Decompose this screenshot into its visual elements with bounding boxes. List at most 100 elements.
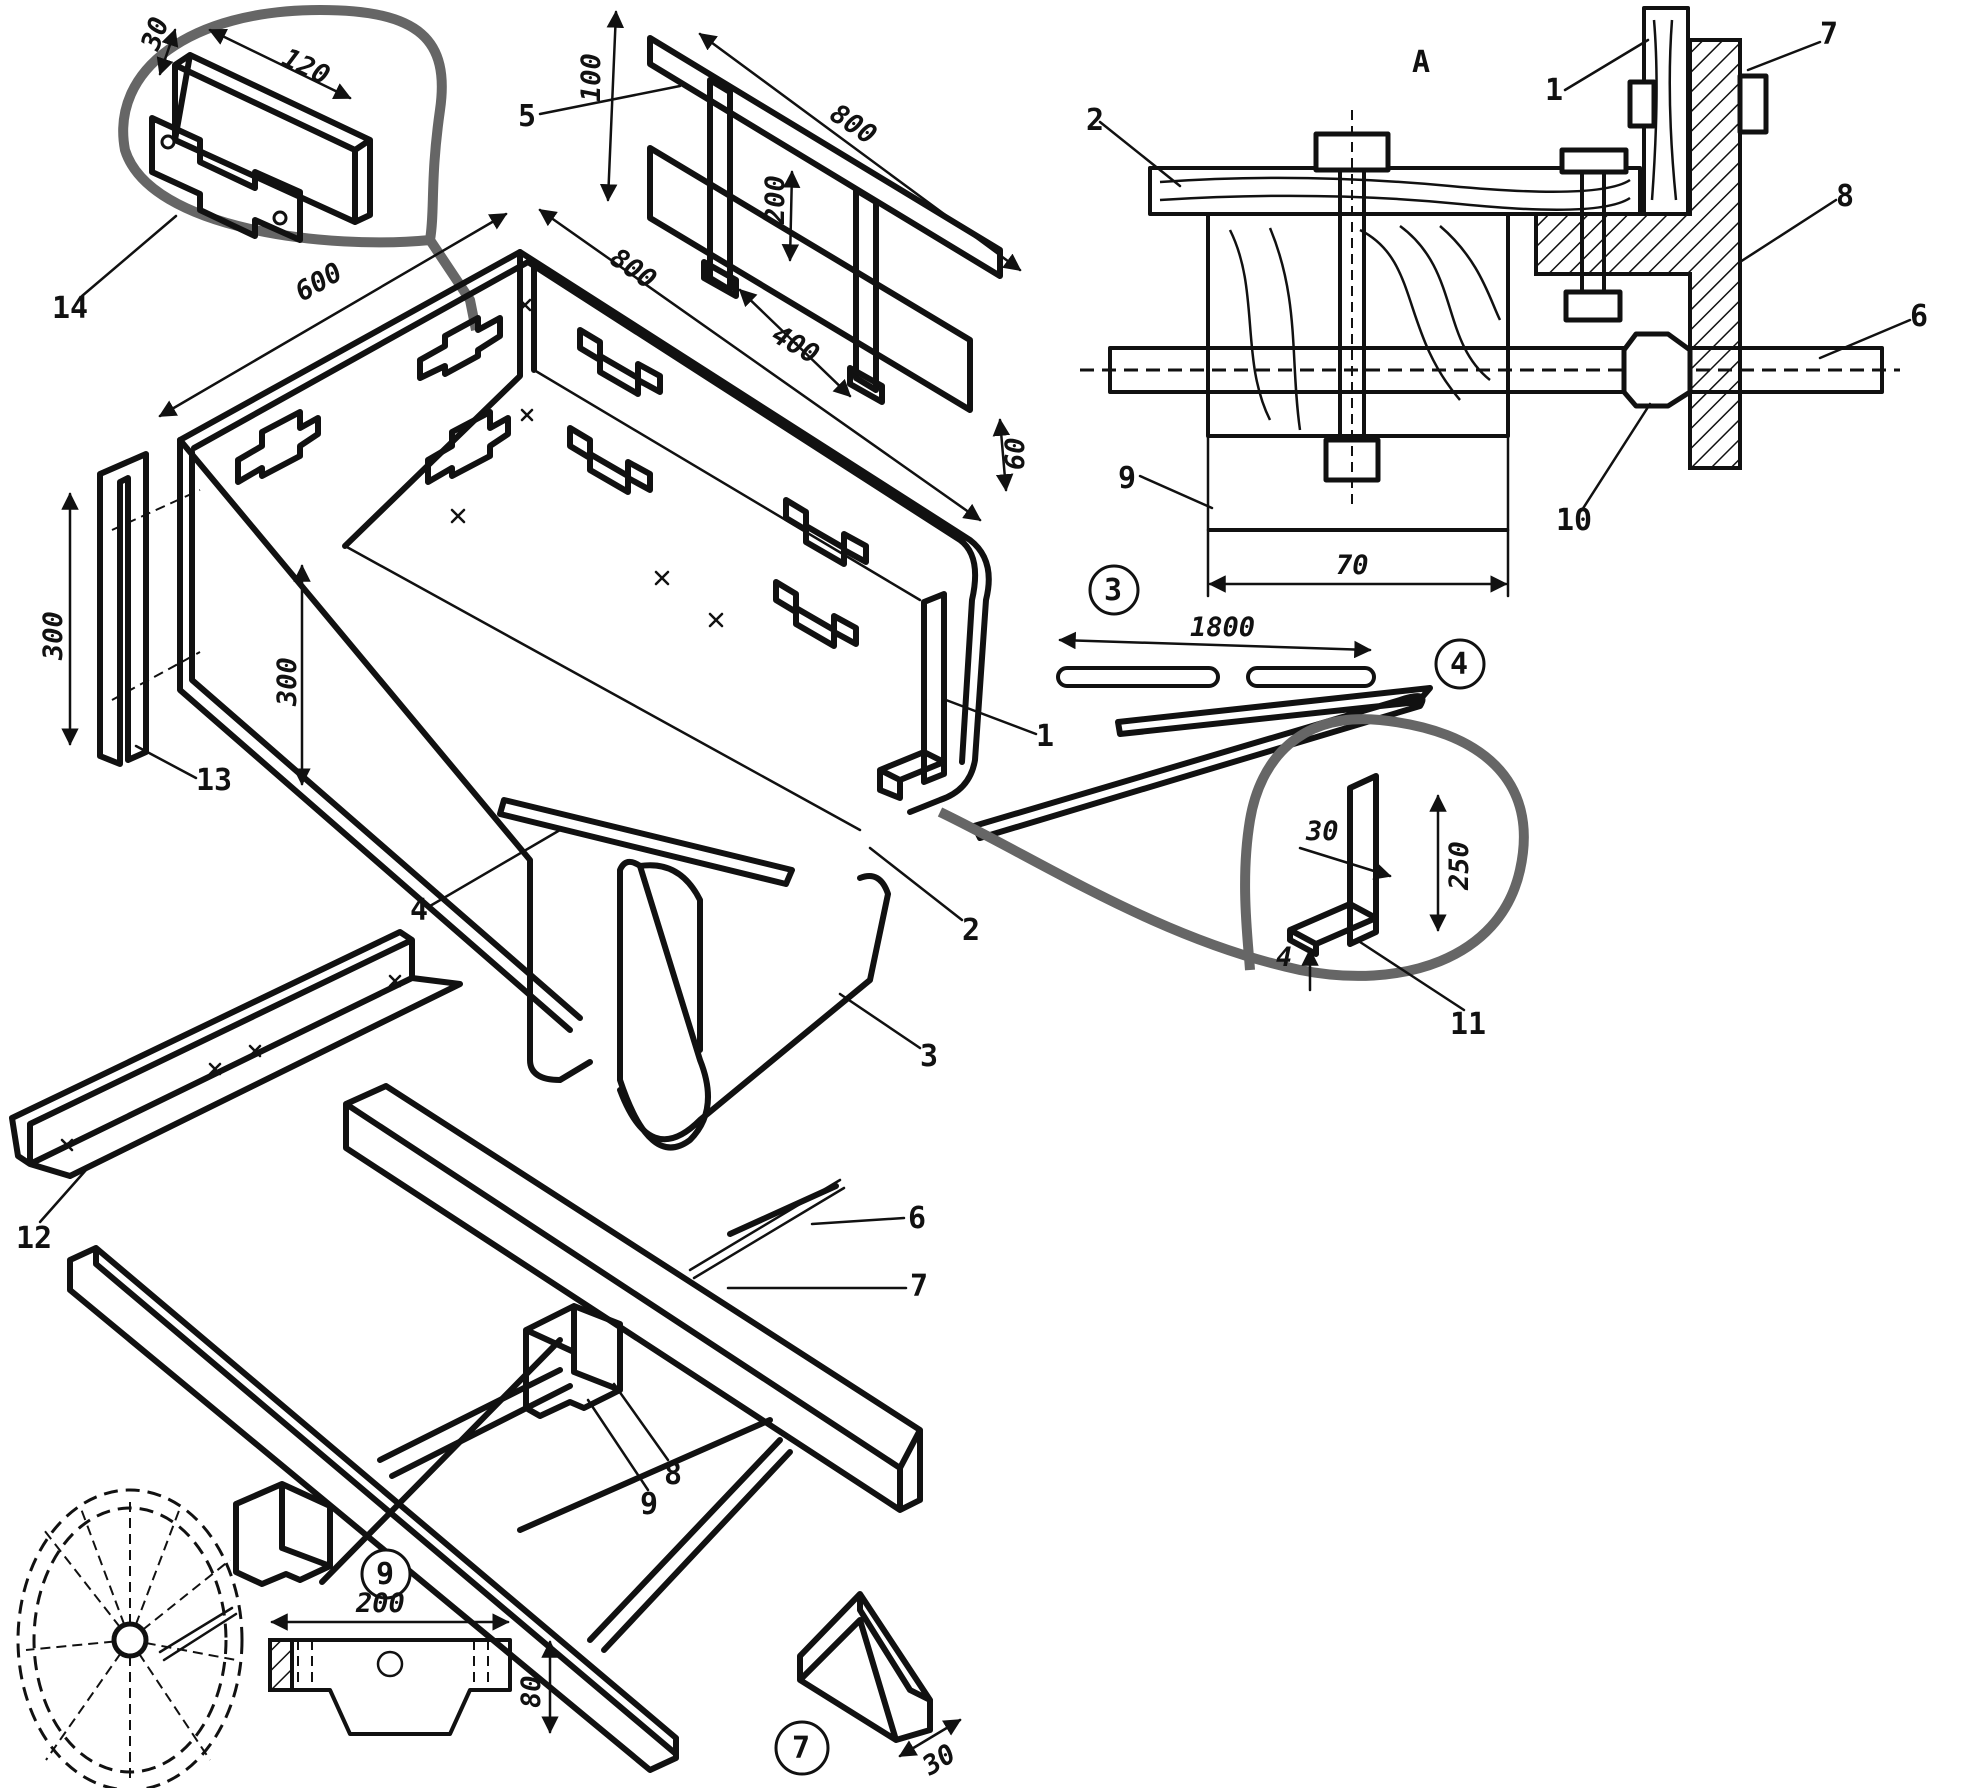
callout-7-label: 7 (792, 1731, 810, 1766)
plate-bolt-head (1559, 147, 1629, 175)
bearing-detail-bore (376, 1650, 404, 1678)
cart-box (158, 208, 1038, 1083)
label-sec-10: 10 (1556, 503, 1592, 538)
leader-1 (944, 698, 1038, 736)
leader-4 (428, 828, 562, 908)
leader-9 (586, 1398, 650, 1492)
label-12: 12 (16, 1221, 52, 1256)
dim-120-line (208, 28, 352, 100)
wheel-spokes (25, 1500, 237, 1780)
dim-30-clip (156, 28, 179, 76)
box-left-frame (177, 437, 583, 1033)
box-floor-edge (343, 368, 922, 832)
leader-13 (134, 744, 198, 780)
box-top-rim (177, 249, 992, 815)
frame-crossbar-2 (587, 1437, 793, 1653)
label-5: 5 (518, 99, 536, 134)
label-4: 4 (410, 893, 428, 928)
callout-7-circle (774, 1720, 830, 1776)
bearing-block-left (233, 1481, 333, 1587)
label-13: 13 (196, 763, 232, 798)
bracket-13-holes (111, 489, 201, 701)
clip-bar (172, 52, 373, 225)
leader-sec-8 (1738, 198, 1838, 264)
label-3: 3 (920, 1039, 938, 1074)
rivet-marks (450, 298, 724, 628)
callout-3-label: 3 (1104, 573, 1122, 608)
dim-bracket-11-height: 250 (1444, 841, 1475, 891)
dim-800-box (538, 208, 982, 522)
leader-sec-10 (1580, 402, 1652, 512)
strut-4 (428, 797, 795, 908)
board-grain (1159, 176, 1631, 212)
leader-8 (612, 1382, 670, 1462)
leader-12 (38, 1168, 88, 1224)
leader-sec-1 (1563, 38, 1650, 92)
frame-rail-7 (343, 1083, 923, 1513)
dim-box-length: 800 (604, 242, 662, 295)
label-8: 8 (664, 1457, 682, 1492)
box-clip-6 (783, 497, 869, 567)
bracket-11-foot (1287, 901, 1379, 957)
dim-rail-height: 100 (576, 53, 607, 102)
leader-2 (868, 846, 964, 922)
dim-bracket-11-thickness: 4 (1276, 942, 1292, 973)
dim-box-height: 300 (272, 657, 303, 707)
dim-bracket-height: 300 (38, 611, 69, 661)
rail-post-2 (853, 187, 879, 393)
label-sec-7: 7 (1820, 17, 1838, 52)
dim-angle-width: 30 (916, 1738, 961, 1782)
dim-rail-bar: 60 (1000, 437, 1031, 470)
dim-bearing-height: 80 (516, 1675, 547, 1708)
box-clip-1 (417, 315, 503, 381)
plate-bolt-nut (1563, 289, 1623, 323)
bracket-detail-balloon (937, 714, 1529, 981)
label-14: 14 (52, 291, 88, 326)
handle-3 (617, 858, 922, 1151)
handle-detail (971, 564, 1486, 841)
callout-4-circle (1434, 638, 1486, 690)
label-7: 7 (910, 1269, 928, 1304)
box-clip-5 (567, 425, 653, 495)
label-sec-9: 9 (1118, 461, 1136, 496)
clip-hole-2 (272, 210, 288, 226)
dim-box-width: 600 (290, 257, 348, 308)
bearing-block-8-9 (523, 1303, 623, 1419)
box-clip-7 (773, 579, 859, 649)
dim-30-bracket (1298, 846, 1392, 880)
label-sec-2: 2 (1086, 103, 1104, 138)
leader-11 (1358, 940, 1466, 1012)
label-1: 1 (1036, 719, 1054, 754)
frame-rail-front (67, 1245, 679, 1773)
handle-3-frame (617, 873, 891, 1143)
frame-crossbar-1 (377, 1367, 573, 1479)
bracket-11 (1287, 773, 1466, 1012)
strut-4-bar (497, 797, 795, 887)
angle-12-holes (60, 974, 402, 1152)
leader-sec-2 (1098, 120, 1182, 188)
dim-600-box (158, 212, 508, 418)
left-axle-thread (158, 1606, 238, 1662)
callout-9-label: 9 (376, 1557, 394, 1592)
chassis-frame (67, 1083, 923, 1773)
leader-sec-7 (1746, 40, 1822, 72)
leader-5 (538, 84, 682, 116)
label-sec-8: 8 (1836, 179, 1854, 214)
label-9: 9 (640, 1487, 658, 1522)
bracket-13-body (97, 451, 149, 767)
section-wood-block (1206, 212, 1510, 438)
dim-handle-length: 1800 (1190, 612, 1255, 643)
angle-detail (774, 1591, 962, 1776)
leader-6 (810, 1216, 906, 1226)
dim-1800-line (1058, 631, 1372, 659)
label-6: 6 (908, 1201, 926, 1236)
dim-800-rail (698, 32, 1022, 272)
axle-6-thread (688, 1178, 846, 1280)
label-sec-6: 6 (1910, 299, 1928, 334)
rail-top-bar (647, 35, 1003, 279)
section-view-a (1080, 6, 1912, 598)
dim-rail-gap: 200 (760, 175, 791, 225)
dim-bracket-11-width: 30 (1305, 816, 1339, 847)
angle-12 (9, 929, 463, 1224)
box-back-edge (342, 249, 537, 549)
